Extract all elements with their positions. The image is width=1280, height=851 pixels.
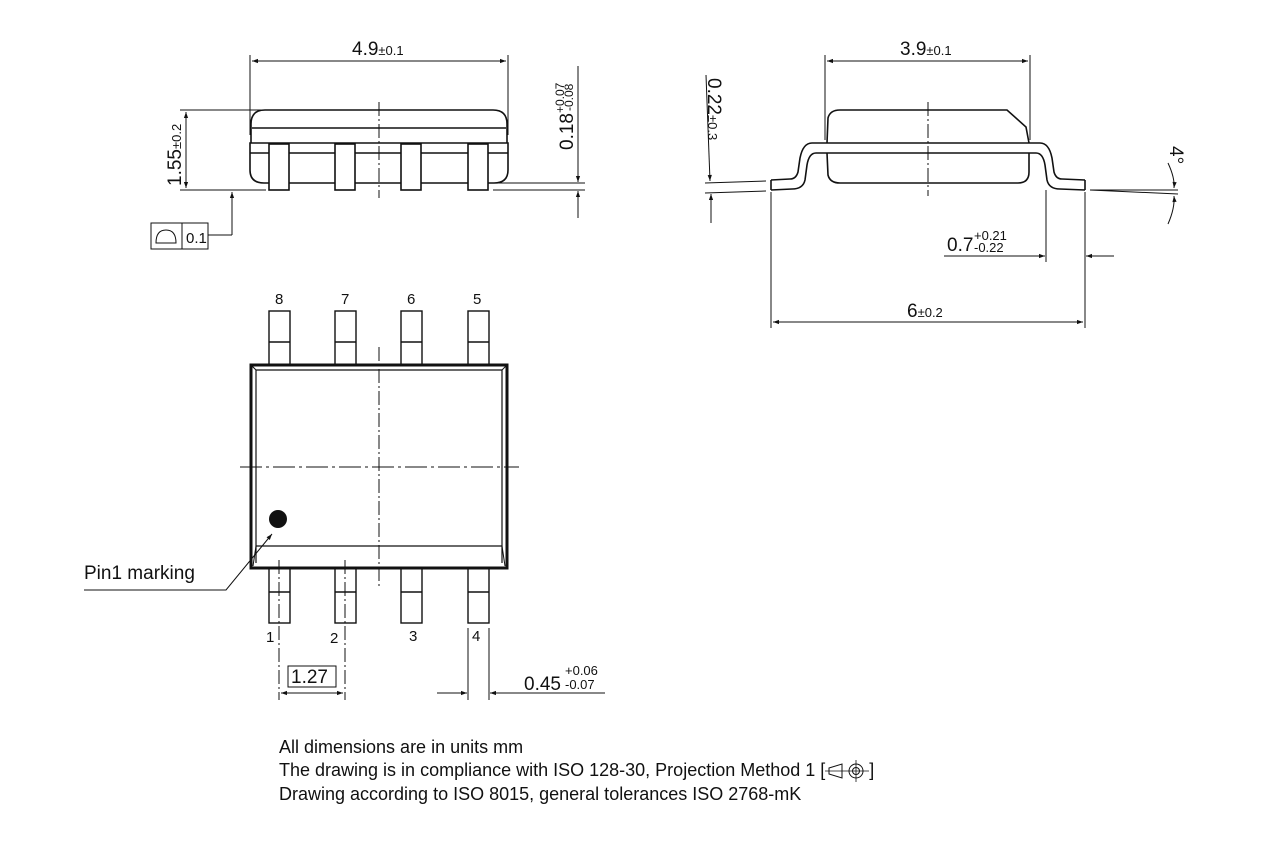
end-view (770, 109, 1086, 191)
flatness-tolerance-frame: 0.1 (150, 222, 209, 250)
pin-number-3: 3 (409, 628, 417, 645)
dim-lead-width-tol-plus: +0.06 (565, 663, 598, 678)
note-tolerances: Drawing according to ISO 8015, general t… (279, 784, 802, 805)
top-leads (268, 310, 490, 367)
dim-height: 1.55±0.2 (165, 124, 186, 186)
pin-number-2: 2 (330, 630, 338, 647)
profile-surface-icon (155, 229, 177, 244)
dim-standoff: 0.18+0.07 (553, 82, 578, 150)
dim-standoff-minus: -0.08 (562, 83, 576, 111)
dim-lead-angle: 4° (1165, 146, 1186, 164)
end-view-dimensions (704, 55, 1179, 328)
drawing-notes: All dimensions are in units mm The drawi… (279, 736, 874, 806)
pin-number-8: 8 (275, 291, 283, 308)
pin-number-4: 4 (472, 628, 480, 645)
side-view-dimensions (180, 55, 585, 236)
dim-foot-length: 0.7 (947, 235, 973, 256)
dim-length: 4.9±0.1 (352, 39, 404, 60)
dim-lead-width-tol-minus: -0.07 (565, 677, 595, 692)
dim-foot-tol-plus: +0.21 (974, 228, 1007, 243)
pin-number-7: 7 (341, 291, 349, 308)
first-angle-projection-icon (825, 760, 870, 783)
pin-number-1: 1 (266, 629, 274, 646)
note-units: All dimensions are in units mm (279, 737, 524, 757)
note-projection: The drawing is in compliance with ISO 12… (279, 759, 874, 783)
dim-foot-tol-minus: -0.22 (974, 240, 1004, 255)
pin-number-6: 6 (407, 291, 415, 308)
dim-overall-width: 6±0.2 (907, 301, 943, 322)
pin1-marker (269, 510, 287, 528)
top-view (84, 310, 605, 700)
dim-pitch: 1.27 (291, 667, 328, 688)
dim-body-width: 3.9±0.1 (900, 39, 952, 60)
pin1-marking-label: Pin1 marking (84, 563, 195, 584)
pin-number-5: 5 (473, 291, 481, 308)
dim-lead-width: 0.45 (524, 674, 561, 695)
flatness-value: 0.1 (186, 230, 207, 247)
dim-lead-thickness: 0.22±0.3 (703, 78, 724, 140)
